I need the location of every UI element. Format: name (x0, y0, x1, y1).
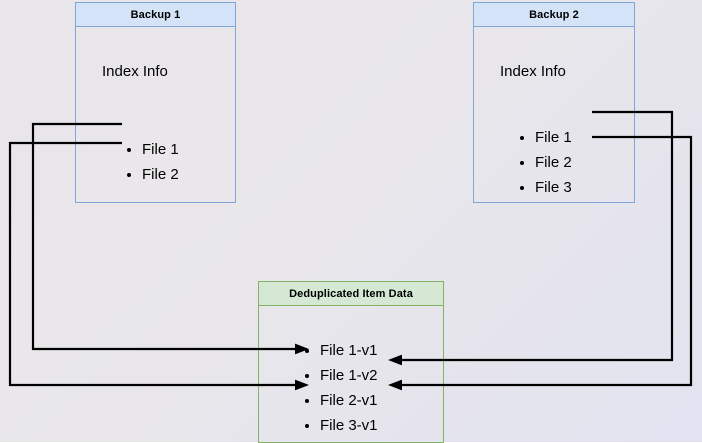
bullet-dot-icon (520, 160, 524, 165)
backup2-file-item[interactable]: File 1 (520, 125, 572, 150)
bullet-dot-icon (520, 185, 524, 190)
bullet-dot-icon (305, 398, 309, 403)
backup2-file-item[interactable]: File 2 (520, 150, 572, 175)
dedup-item[interactable]: File 1-v1 (305, 338, 378, 363)
backup2-file-item[interactable]: File 3 (520, 175, 572, 200)
bullet-dot-icon (520, 135, 524, 140)
bullet-dot-icon (305, 373, 309, 378)
backup1-file-item[interactable]: File 1 (127, 137, 179, 162)
backup1-body: Index Info File 1 File 2 (76, 27, 235, 202)
backup1-file-label: File 2 (142, 166, 179, 183)
dedup-item-label: File 3-v1 (320, 417, 378, 434)
dedup-title: Deduplicated Item Data (259, 282, 443, 306)
dedup-item[interactable]: File 2-v1 (305, 388, 378, 413)
backup2-file-label: File 3 (535, 179, 572, 196)
backup1-file-label: File 1 (142, 141, 179, 158)
dedup-item-label: File 1-v2 (320, 367, 378, 384)
backup2-file-label: File 1 (535, 129, 572, 146)
dedup-box[interactable]: Deduplicated Item Data File 1-v1 File 1-… (258, 281, 444, 443)
dedup-item[interactable]: File 3-v1 (305, 413, 378, 438)
backup1-file-list: File 1 File 2 (127, 137, 179, 187)
backup1-box[interactable]: Backup 1 Index Info File 1 File 2 (75, 2, 236, 203)
backup2-file-label: File 2 (535, 154, 572, 171)
bullet-dot-icon (305, 348, 309, 353)
backup2-title: Backup 2 (474, 3, 634, 27)
backup2-file-list: File 1 File 2 File 3 (520, 125, 572, 200)
dedup-item[interactable]: File 1-v2 (305, 363, 378, 388)
dedup-item-label: File 2-v1 (320, 392, 378, 409)
dedup-body: File 1-v1 File 1-v2 File 2-v1 File 3-v1 (259, 306, 443, 442)
backup1-file-item[interactable]: File 2 (127, 162, 179, 187)
bullet-dot-icon (127, 147, 131, 152)
bullet-dot-icon (305, 423, 309, 428)
bullet-dot-icon (127, 172, 131, 177)
dedup-item-list: File 1-v1 File 1-v2 File 2-v1 File 3-v1 (305, 338, 378, 438)
backup2-body: Index Info File 1 File 2 File 3 (474, 27, 634, 202)
backup2-index-label: Index Info (500, 63, 566, 80)
backup1-index-label: Index Info (102, 63, 168, 80)
dedup-item-label: File 1-v1 (320, 342, 378, 359)
backup2-box[interactable]: Backup 2 Index Info File 1 File 2 File 3 (473, 2, 635, 203)
backup1-title: Backup 1 (76, 3, 235, 27)
